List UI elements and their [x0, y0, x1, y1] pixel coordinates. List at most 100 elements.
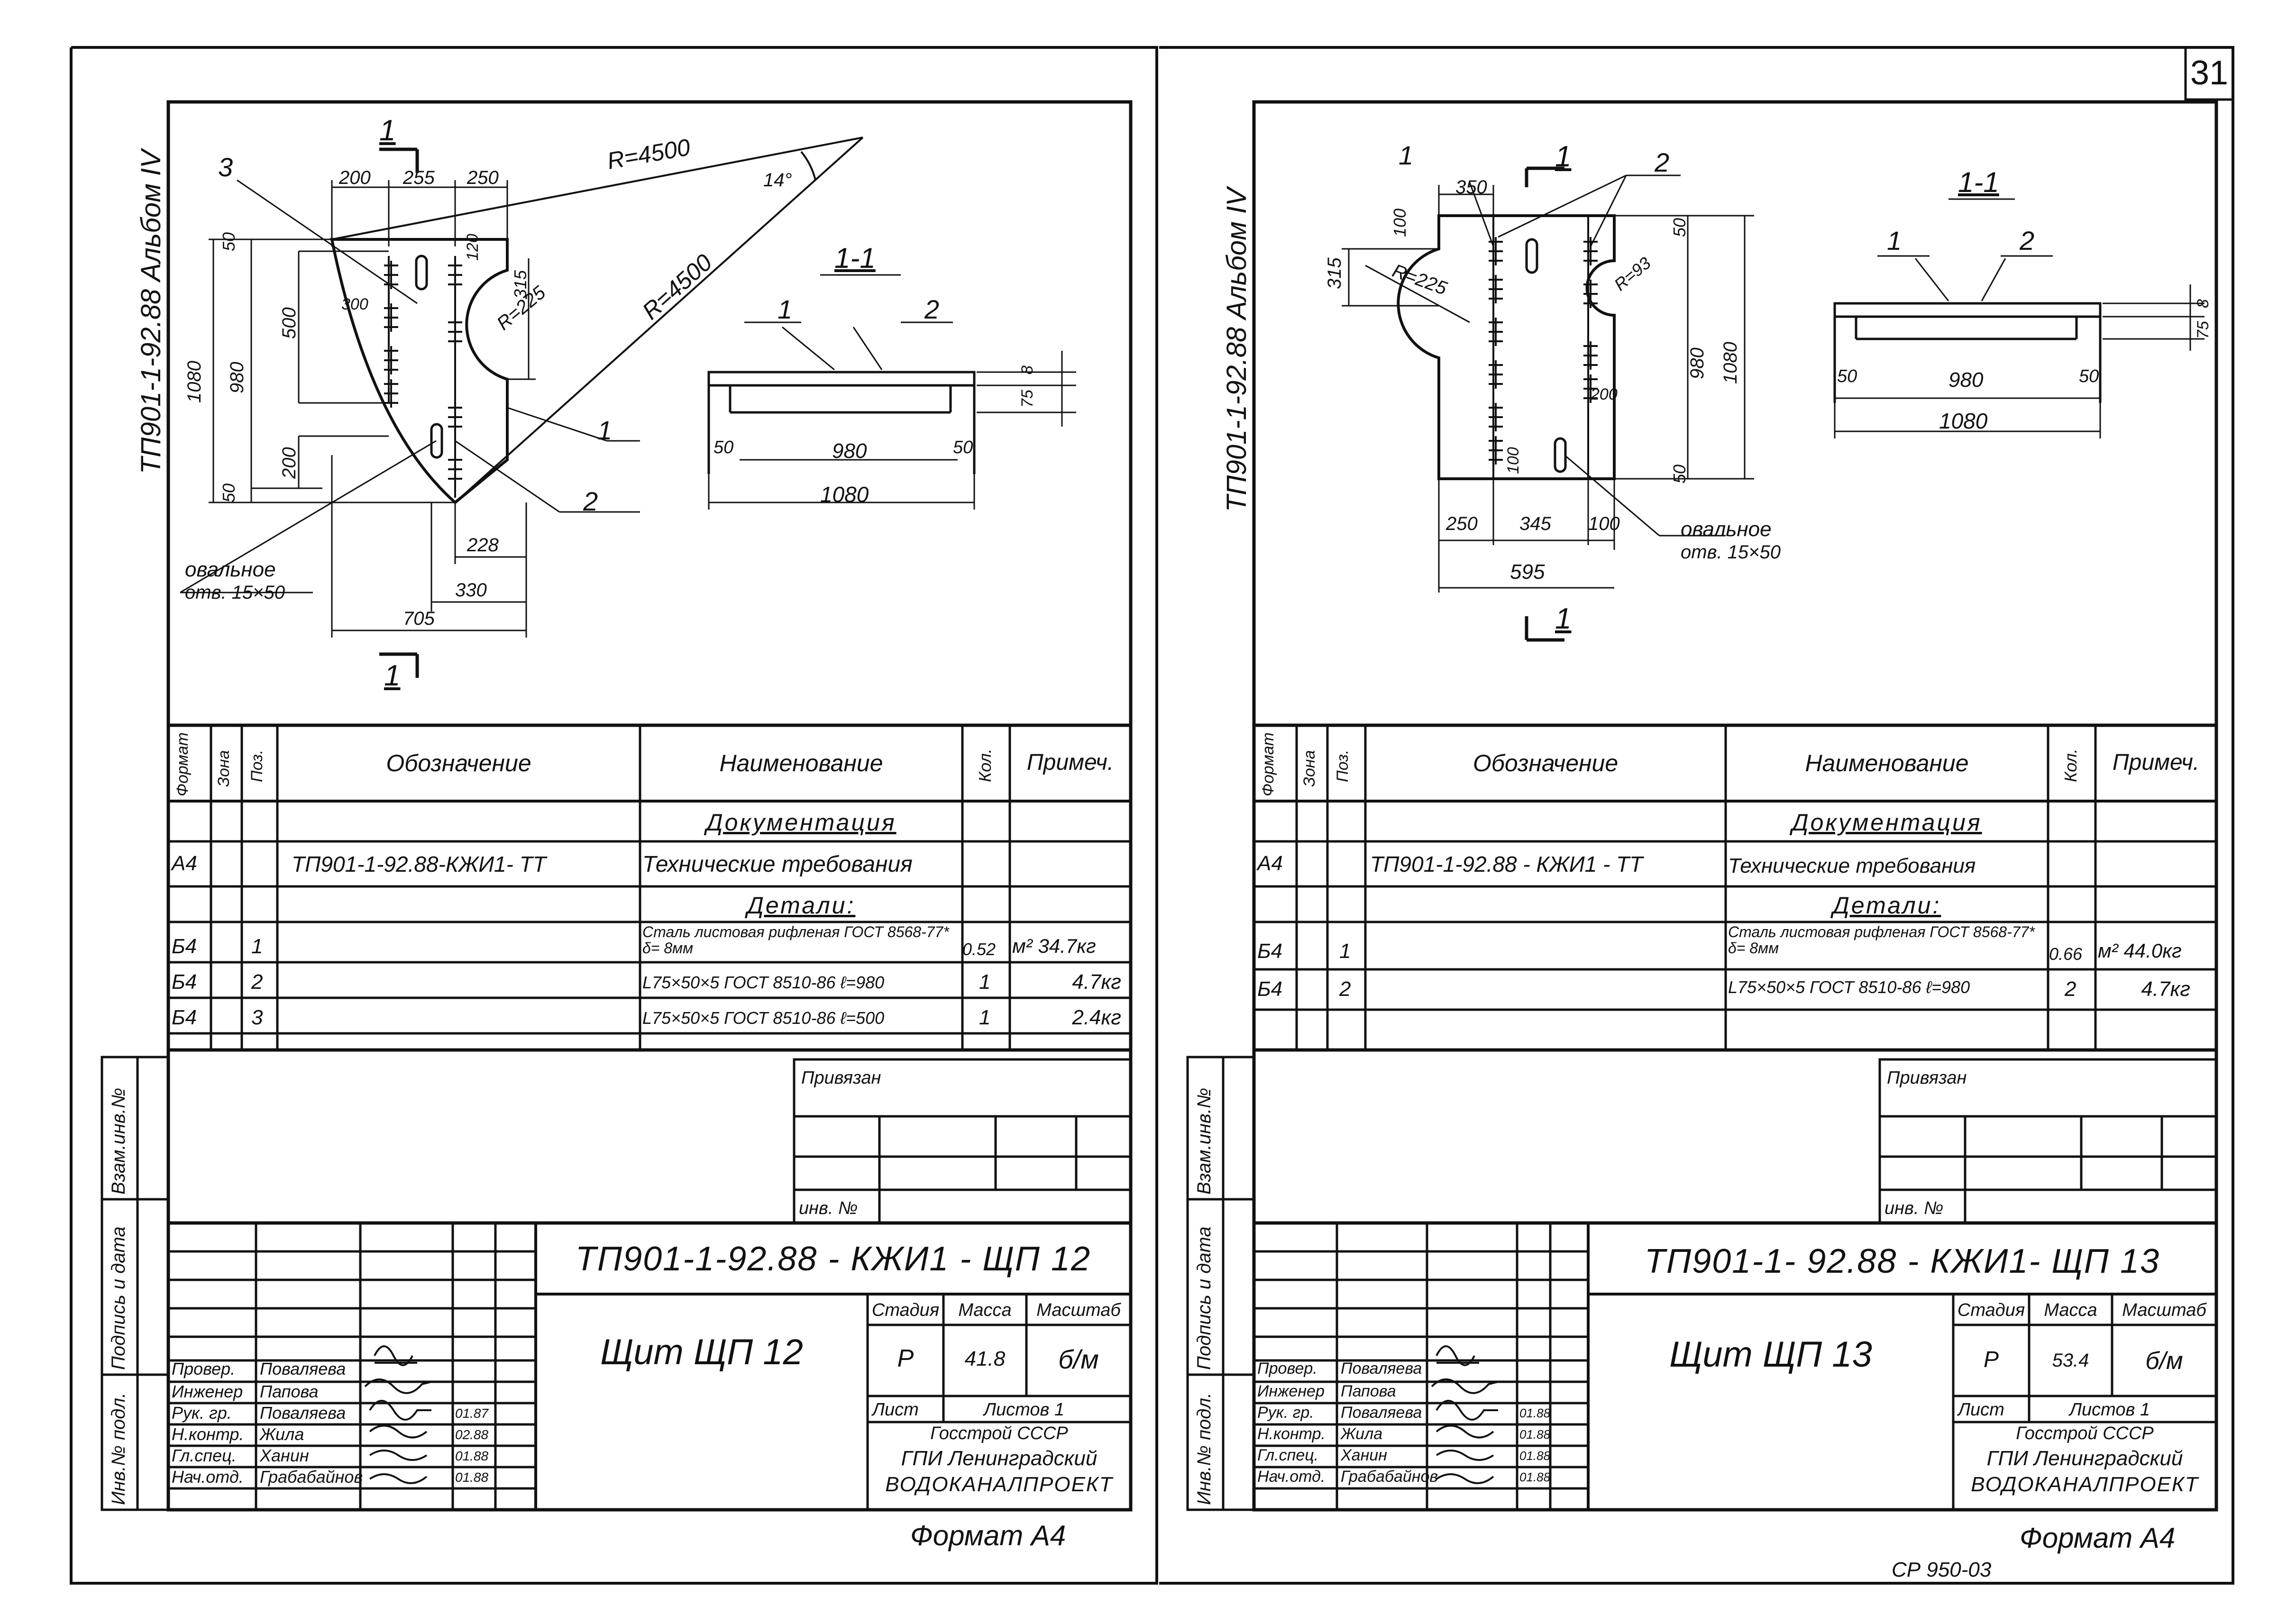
dim-label: 100 — [1588, 513, 1620, 534]
row-note: 4.7кг — [2141, 977, 2190, 1001]
person-name: Папова — [1341, 1382, 1396, 1400]
person-date: 01.88 — [1519, 1406, 1551, 1420]
page-number: 31 — [2190, 54, 2229, 92]
row-format: Б4 — [1257, 977, 1283, 1001]
col-header-format: Формат — [174, 732, 192, 796]
dim-label: 980 — [832, 439, 867, 463]
person-name: Поваляева — [260, 1403, 346, 1423]
scale-value: б/м — [1058, 1344, 1099, 1374]
row-pos: 1 — [251, 935, 263, 958]
side-label-sign: Подпись и дата — [108, 1226, 129, 1370]
col-header-qty: Кол. — [2061, 748, 2080, 782]
dim-label: 50 — [219, 232, 238, 251]
dim-label: 228 — [467, 535, 499, 556]
person-role: Гл.спец. — [172, 1446, 237, 1465]
stage-label: Стадия — [871, 1300, 940, 1320]
person-role: Провер. — [1257, 1359, 1317, 1378]
row-note: м² 44.0кг — [2098, 940, 2182, 962]
row-pos: 2 — [1339, 977, 1351, 1001]
person-role: Рук. гр. — [1257, 1404, 1314, 1422]
col-header-zone: Зона — [215, 750, 233, 787]
person-date: 01.88 — [455, 1449, 489, 1463]
person-date: 01.88 — [455, 1470, 489, 1485]
row-pos: 3 — [251, 1006, 263, 1029]
person-name: Жила — [1341, 1425, 1383, 1443]
footer-code: СР 950-03 — [1892, 1558, 1992, 1581]
row-format: А4 — [172, 852, 197, 875]
row-qty: 1 — [979, 970, 991, 994]
scale-value: б/м — [2145, 1347, 2183, 1375]
album-label: ТП901-1-92.88 Альбом IV — [1221, 188, 1252, 512]
dim-label: 300 — [341, 295, 368, 313]
org-line-3: ВОДОКАНАЛПРОЕКТ — [885, 1473, 1113, 1496]
person-name: Папова — [260, 1382, 319, 1401]
dim-label: 1080 — [820, 482, 869, 507]
person-role: Н.контр. — [1257, 1425, 1326, 1443]
dim-label: 980 — [227, 362, 247, 393]
section-mark: 1 — [379, 114, 396, 147]
side-label-vzam: Взам.инв.№ — [108, 1087, 129, 1195]
oval-hole-size: отв. 15×50 — [185, 582, 285, 603]
dim-label: 350 — [1455, 177, 1487, 198]
row-name: Технические требования — [642, 852, 913, 877]
section-parts: Детали: — [1832, 892, 1941, 919]
dim-label: 100 — [1504, 447, 1522, 474]
scale-label: Масштаб — [1036, 1300, 1121, 1320]
org-line-1: Госстрой СССР — [2016, 1423, 2154, 1443]
person-role: Гл.спец. — [1257, 1446, 1319, 1464]
title-name: Щит ЩП 12 — [600, 1332, 803, 1372]
part-label: 1 — [1399, 140, 1414, 170]
dim-label: 595 — [1510, 560, 1545, 584]
col-header-format: Формат — [1259, 732, 1277, 796]
dim-label: 120 — [464, 234, 482, 261]
row-name: L75×50×5 ГОСТ 8510-86 ℓ=500 — [642, 1008, 885, 1028]
dim-label: 1080 — [1939, 409, 1988, 433]
section-title: 1-1 — [1958, 166, 1999, 198]
col-header-note: Примеч. — [1026, 750, 1114, 775]
album-label: ТП901-1-92.88 Альбом IV — [136, 150, 166, 474]
format-label: Формат А4 — [910, 1520, 1066, 1551]
person-date: 01.87 — [455, 1406, 489, 1421]
row-qty: 1 — [979, 1006, 991, 1029]
person-role: Н.контр. — [172, 1424, 244, 1444]
row-note: 4.7кг — [1072, 970, 1121, 994]
section-docs: Документация — [1792, 809, 1982, 836]
dim-label: 315 — [511, 270, 530, 299]
row-pos: 1 — [1339, 940, 1351, 963]
person-name: Ханин — [260, 1446, 309, 1465]
dim-label: 50 — [953, 438, 973, 457]
person-name: Поваляева — [260, 1359, 346, 1378]
row-qty: 2 — [2065, 977, 2076, 1001]
dim-label: 50 — [713, 438, 734, 457]
person-role: Провер. — [172, 1359, 236, 1378]
dim-label: 50 — [2079, 366, 2099, 386]
col-header-designation: Обозначение — [1473, 750, 1619, 776]
org-line-3: ВОДОКАНАЛПРОЕКТ — [1971, 1473, 2199, 1496]
row-name: Сталь листовая рифленая ГОСТ 8568-77* δ=… — [1728, 923, 2035, 957]
row-qty: 0.52 — [962, 940, 996, 959]
part-label: 2 — [1655, 147, 1670, 177]
privyazan-label: Привязан — [1887, 1068, 1967, 1088]
org-line-2: ГПИ Ленинградский — [901, 1447, 1098, 1470]
dim-label: 345 — [1519, 513, 1551, 534]
section-docs: Документация — [706, 809, 896, 836]
col-header-pos: Поз. — [248, 749, 266, 782]
col-header-name: Наименование — [1805, 750, 1969, 776]
part-label: 2 — [924, 294, 940, 324]
sheets-label: Листов 1 — [984, 1400, 1065, 1420]
row-format: Б4 — [172, 935, 197, 958]
person-role: Инженер — [172, 1382, 243, 1401]
inv-label: инв. № — [1884, 1198, 1944, 1218]
dim-label: 315 — [1324, 257, 1345, 289]
dim-label: 200 — [1591, 385, 1618, 403]
part-label: 1 — [1887, 226, 1902, 255]
org-line-1: Госстрой СССР — [930, 1423, 1068, 1443]
person-date: 02.88 — [455, 1427, 489, 1442]
mass-label: Масса — [2044, 1300, 2097, 1320]
dim-label: 250 — [1446, 513, 1478, 534]
dim-label: 8 — [1018, 365, 1036, 374]
dim-label: 50 — [219, 483, 238, 502]
person-role: Нач.отд. — [1257, 1468, 1326, 1486]
row-format: Б4 — [172, 970, 197, 994]
